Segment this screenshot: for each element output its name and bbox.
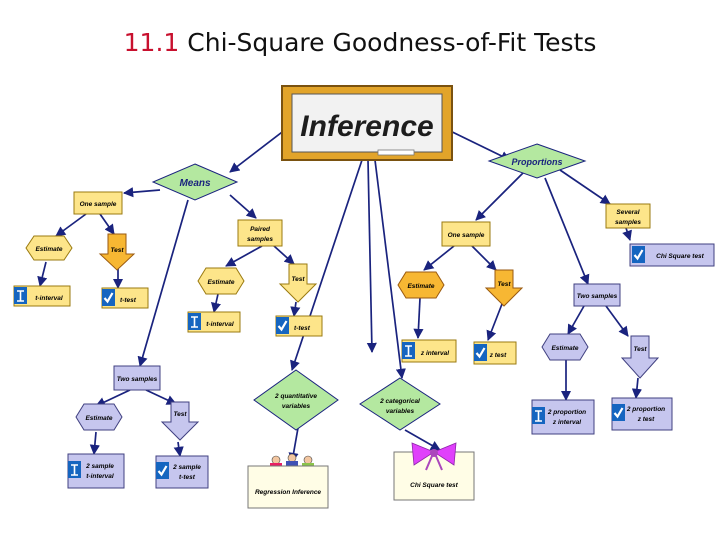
proportions-label: Proportions xyxy=(512,157,563,167)
chi-square-result-node: Chi Square test xyxy=(393,442,475,501)
means-one-sample-node xyxy=(73,191,123,215)
prop-two-estimate-node xyxy=(541,333,589,361)
interval-icon xyxy=(187,312,202,331)
two-sample-t-interval-node: 2 sample t-interval xyxy=(67,453,125,489)
interval-icon xyxy=(401,341,416,360)
t-interval-label: t-interval xyxy=(35,295,63,302)
chi-square-test-node: Chi Square test xyxy=(629,243,715,267)
two-means-test-label: Test xyxy=(173,411,187,418)
two-proportion-z-interval-node: 2 proportion z interval xyxy=(531,399,595,435)
regression-inference-label: Regression Inference xyxy=(255,489,321,496)
slide-title-text: Chi-Square Goodness-of-Fit Tests xyxy=(187,28,597,57)
two-sample-t-test-line2: t-test xyxy=(179,474,196,481)
means-two-samples-label: Two samples xyxy=(117,376,158,383)
interval-icon xyxy=(531,406,546,425)
z-test-label: z test xyxy=(489,352,507,359)
paired-estimate-node xyxy=(197,267,245,295)
means-one-sample-label: One sample xyxy=(80,201,117,208)
prop-one-sample-node xyxy=(441,221,491,247)
chi-square-result-label: Chi Square test xyxy=(410,482,459,489)
quantitative-variables-node xyxy=(253,369,339,431)
ribbon-icon xyxy=(411,442,457,471)
figures-icon xyxy=(270,453,314,467)
two-means-estimate-node xyxy=(75,403,123,431)
prop-two-test-node xyxy=(620,335,660,379)
several-line2: samples xyxy=(615,219,641,226)
means-estimate-label: Estimate xyxy=(35,246,62,253)
two-means-estimate-label: Estimate xyxy=(85,415,112,422)
paired-test-label: Test xyxy=(291,276,305,283)
categorical-line1: 2 categorical xyxy=(379,398,420,405)
z-test-node: z test xyxy=(472,341,517,365)
proportions-node xyxy=(487,143,587,179)
prop-test-node xyxy=(484,269,524,307)
two-proportion-test-line2: z test xyxy=(637,416,655,423)
check-icon xyxy=(154,460,171,481)
two-proportion-interval-line1: 2 proportion xyxy=(547,409,586,416)
interval-icon xyxy=(67,460,82,479)
regression-inference-node: Regression Inference xyxy=(247,453,329,509)
check-icon xyxy=(630,244,647,265)
means-node xyxy=(151,163,239,201)
prop-two-estimate-label: Estimate xyxy=(551,345,578,352)
paired-estimate-label: Estimate xyxy=(207,279,234,286)
prop-estimate-node xyxy=(397,271,445,299)
paired-label-line2: samples xyxy=(247,236,273,243)
two-proportion-z-test-node: 2 proportion z test xyxy=(610,397,673,431)
prop-one-sample-label: One sample xyxy=(448,232,485,239)
check-icon xyxy=(472,342,489,363)
prop-two-samples-label: Two samples xyxy=(577,293,618,300)
interval-icon xyxy=(13,286,28,305)
slide-number: 11.1 xyxy=(123,28,180,57)
means-label: Means xyxy=(179,178,211,189)
paired-label-line1: Paired xyxy=(250,226,271,233)
paired-samples-node xyxy=(237,219,283,247)
inference-label: Inference xyxy=(300,110,433,143)
two-sample-t-interval-line1: 2 sample xyxy=(85,463,114,470)
t-test-node: t-test xyxy=(100,287,149,309)
prop-estimate-label: Estimate xyxy=(407,283,434,290)
prop-test-label: Test xyxy=(497,281,511,288)
prop-two-test-label: Test xyxy=(633,346,647,353)
z-interval-node: z interval xyxy=(401,339,457,363)
two-proportion-interval-line2: z interval xyxy=(552,419,581,426)
connector-lines xyxy=(37,125,642,464)
paired-t-interval-label: t-interval xyxy=(206,321,234,328)
inference-node: Inference xyxy=(281,85,453,161)
two-sample-t-test-node: 2 sample t-test xyxy=(154,455,209,489)
paired-t-interval-node: t-interval xyxy=(187,311,241,333)
quantitative-line2: variables xyxy=(282,403,311,410)
check-icon xyxy=(274,315,291,336)
two-means-test-node xyxy=(160,401,200,441)
paired-test-node xyxy=(278,263,318,303)
paired-t-test-label: t-test xyxy=(294,325,311,332)
z-interval-label: z interval xyxy=(420,350,449,357)
slide-title: 11.1 Chi-Square Goodness-of-Fit Tests xyxy=(0,28,720,57)
two-sample-t-interval-line2: t-interval xyxy=(86,473,114,480)
two-sample-t-test-line1: 2 sample xyxy=(172,464,201,471)
two-proportion-test-line1: 2 proportion xyxy=(626,406,665,413)
categorical-line2: variables xyxy=(386,408,415,415)
means-estimate-node xyxy=(25,235,73,261)
means-test-label: Test xyxy=(110,247,124,254)
several-line1: Several xyxy=(616,209,639,216)
t-interval-node: t-interval xyxy=(13,285,71,307)
prop-two-samples-node xyxy=(573,283,621,307)
categorical-variables-node xyxy=(359,377,441,431)
several-samples-node xyxy=(605,203,651,229)
check-icon xyxy=(610,402,627,423)
quantitative-line1: 2 quantitative xyxy=(274,393,317,400)
means-test-node xyxy=(98,233,136,271)
check-icon xyxy=(100,287,117,308)
t-test-label: t-test xyxy=(120,297,137,304)
paired-t-test-node: t-test xyxy=(274,315,323,337)
means-two-samples-node xyxy=(113,365,161,391)
chi-square-test-label: Chi Square test xyxy=(656,253,705,260)
